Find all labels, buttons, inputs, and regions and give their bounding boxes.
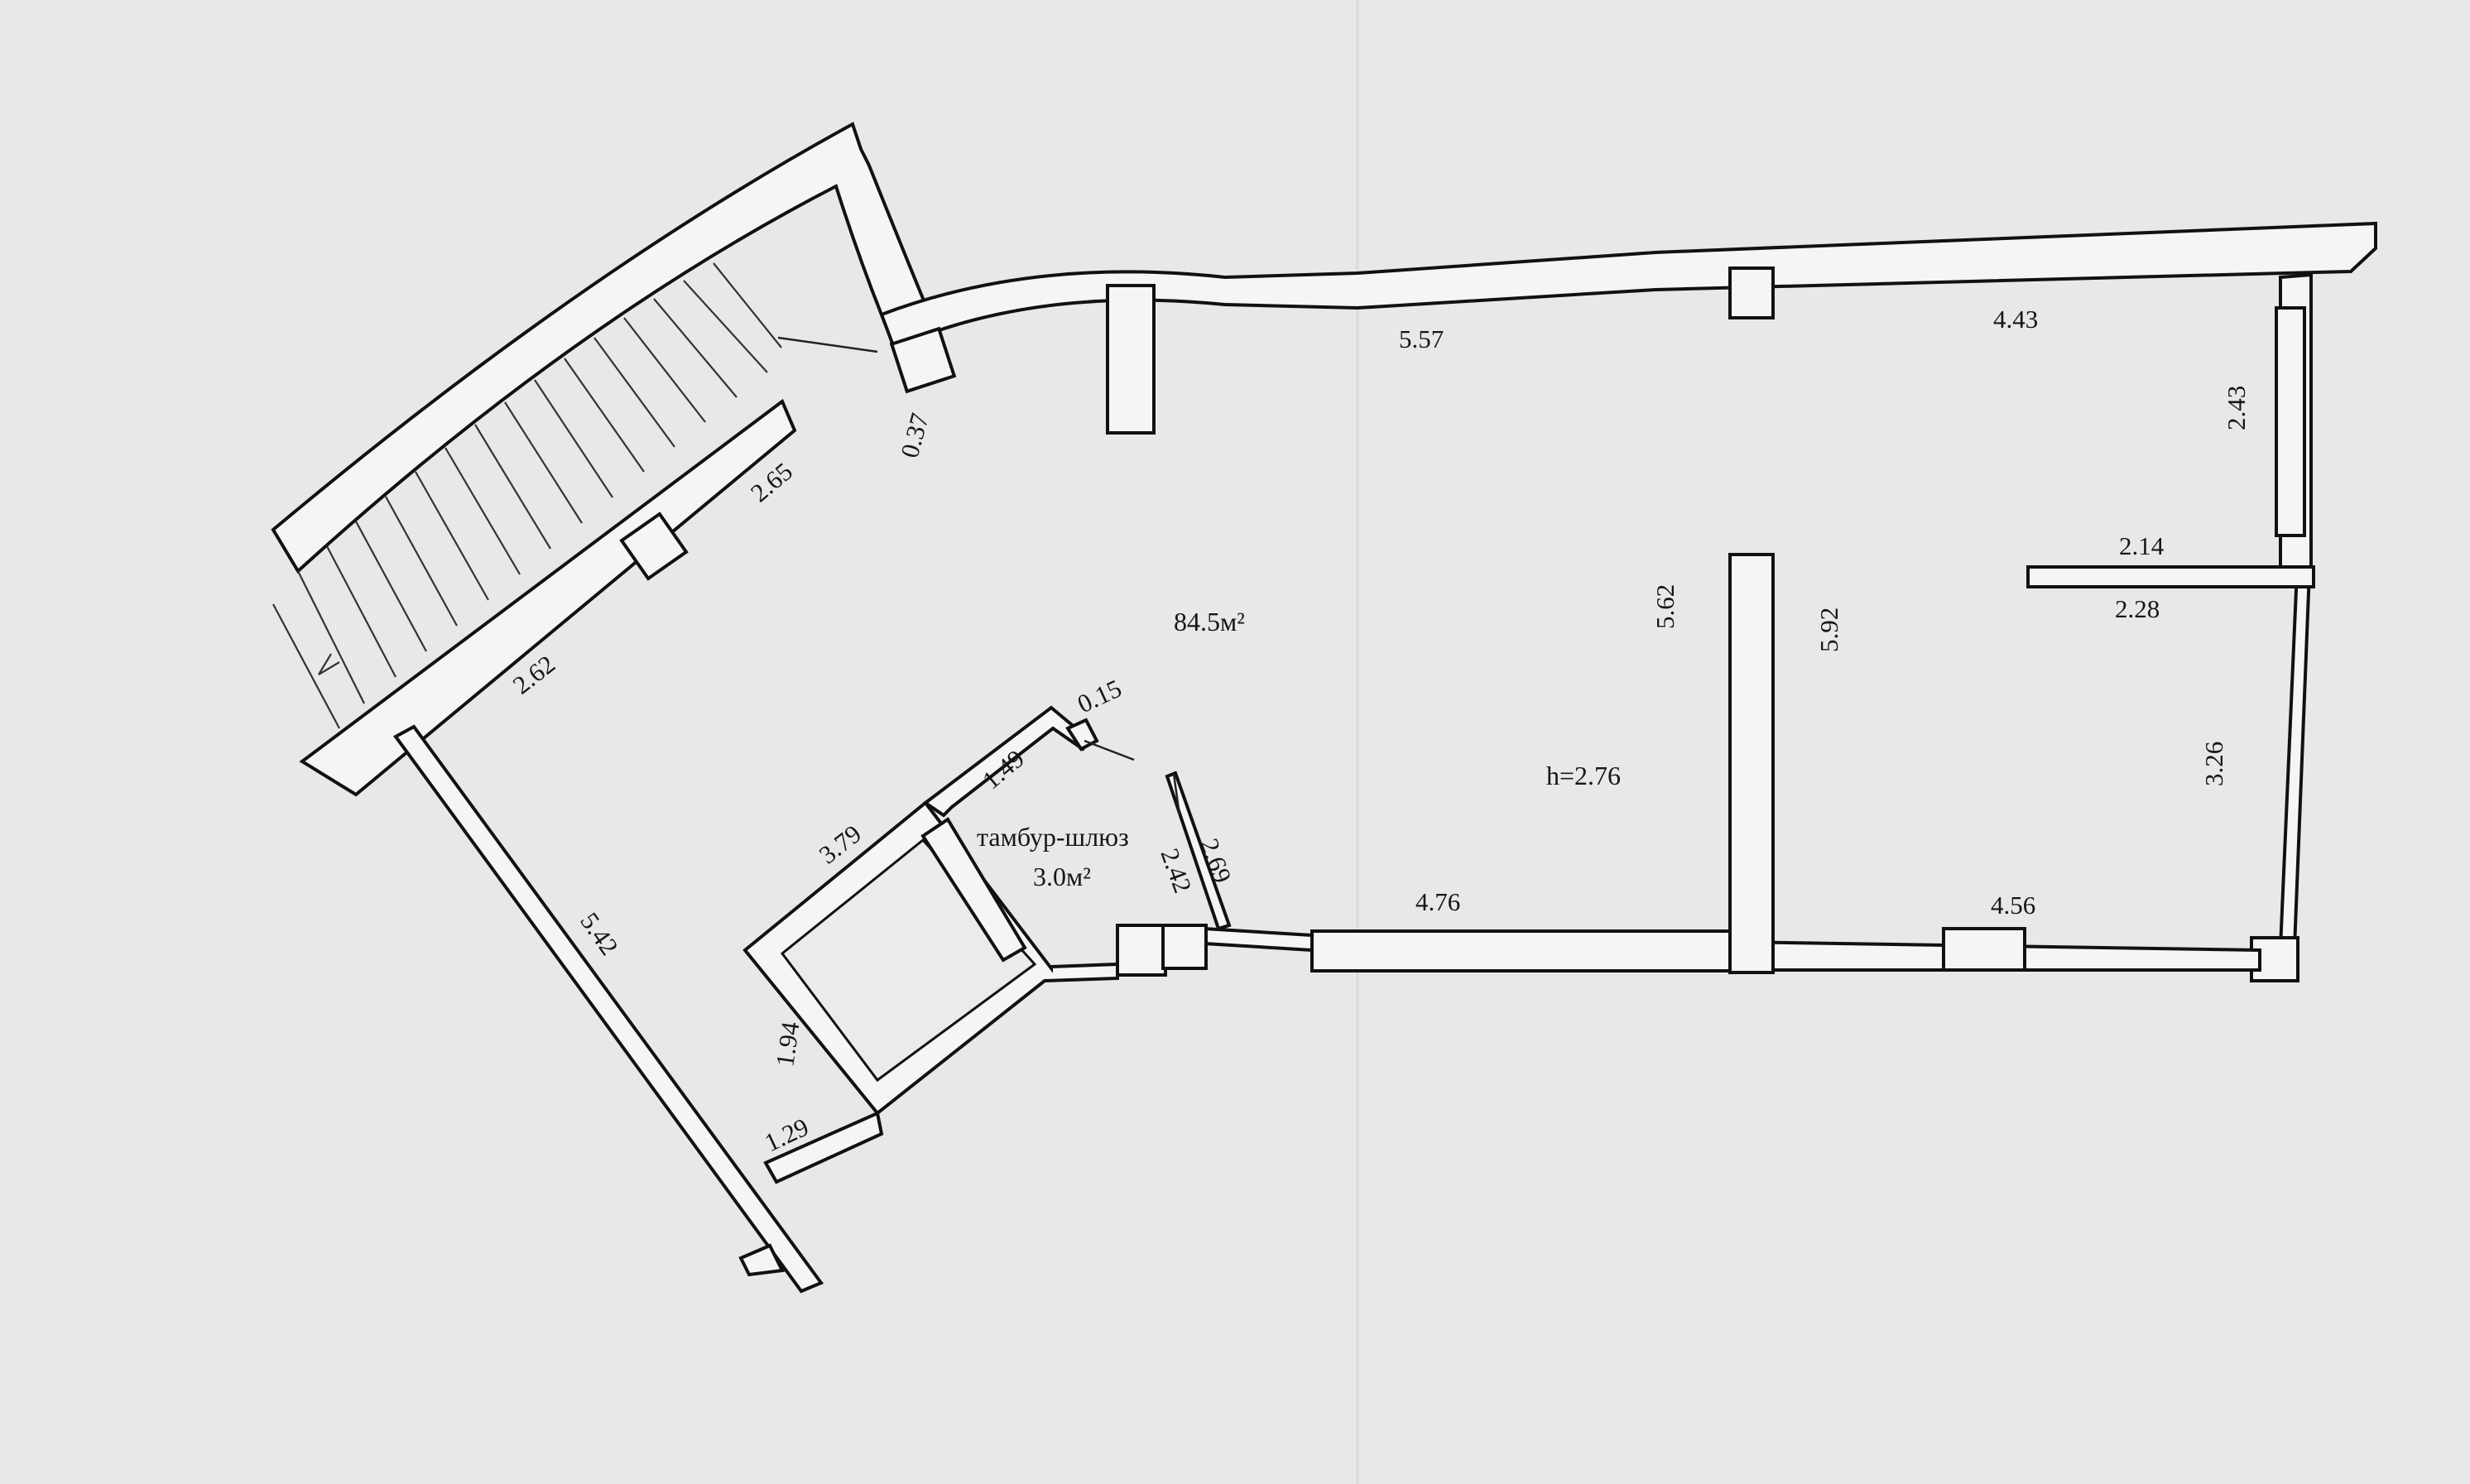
dim-0-37: 0.37 — [895, 410, 935, 460]
dim-5-92: 5.92 — [1814, 608, 1843, 652]
dim-3-26: 3.26 — [2199, 742, 2228, 786]
dim-5-62: 5.62 — [1651, 584, 1680, 629]
north-pier — [1106, 284, 1156, 435]
stair-inner-wall — [299, 398, 797, 797]
dim-2-14: 2.14 — [2119, 531, 2165, 560]
vestibule-area-label: 3.0м² — [1033, 862, 1091, 891]
vestibule-door-leaf — [1084, 739, 1135, 761]
south-window — [1942, 927, 2026, 972]
left-diagonal-wall — [393, 724, 824, 1294]
south-wall-middle — [1310, 929, 1773, 973]
dim-4-43: 4.43 — [1993, 305, 2038, 334]
pillar-south-2 — [1161, 924, 1208, 970]
vestibule-lower-wall — [763, 1111, 884, 1184]
pillar-stair — [619, 511, 689, 581]
dim-2-43: 2.43 — [2222, 386, 2251, 430]
dim-5-42: 5.42 — [574, 907, 624, 961]
vestibule-side-wall — [1165, 771, 1232, 931]
interior-pier — [1728, 553, 1775, 974]
main-area-label: 84.5м² — [1174, 607, 1245, 636]
left-wall-end — [738, 1243, 786, 1277]
north-wall — [879, 221, 2377, 350]
dim-4-76: 4.76 — [1415, 887, 1460, 916]
dim-2-28: 2.28 — [2115, 594, 2160, 623]
east-window — [2275, 306, 2306, 537]
vestibule — [742, 705, 1232, 1184]
dim-0-15: 0.15 — [1073, 674, 1126, 719]
pillar-south-1 — [1116, 924, 1167, 977]
ceiling-height-label: h=2.76 — [1546, 761, 1621, 790]
pillar-north-left — [889, 326, 957, 394]
dim-4-56: 4.56 — [1991, 891, 2035, 920]
vestibule-name-label: тамбур-шлюз — [977, 822, 1129, 852]
vestibule-upper-wall — [922, 705, 1093, 818]
vestibule-side-leader — [1172, 773, 1181, 816]
dim-5-57: 5.57 — [1399, 324, 1444, 353]
stair-steps — [272, 262, 782, 729]
pillar-north-right — [1728, 267, 1775, 319]
dim-1-94: 1.94 — [770, 1020, 805, 1069]
vestibule-partition — [920, 817, 1027, 963]
east-partition — [2026, 565, 2315, 588]
staircase — [271, 122, 934, 729]
south-wall-thin — [1203, 926, 1314, 953]
leader-0-37 — [777, 336, 878, 353]
